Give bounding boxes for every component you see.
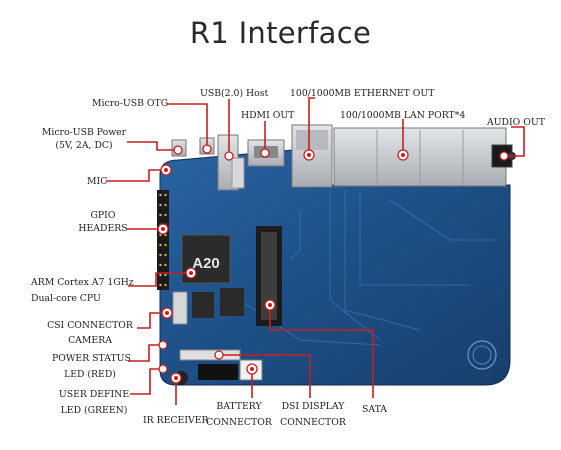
label-user-define: USER DEFINE LED (GREEN) (56, 388, 132, 417)
label-gpio: GPIO HEADERS (78, 209, 128, 235)
label-lan-port: 100/1000MB LAN PORT*4 (340, 110, 466, 121)
label-gpio-line2: HEADERS (78, 223, 128, 234)
label-mic: MIC (87, 176, 108, 187)
label-micro-usb-power-line2: (5V, 2A, DC) (55, 140, 113, 151)
label-power-status: POWER STATUS LED (RED) (52, 352, 131, 381)
annotation-dots (157, 144, 509, 384)
label-csi-line2: CAMERA (68, 335, 112, 346)
cpu-brand: A20 (192, 255, 220, 272)
board-traces (239, 190, 495, 346)
label-arm-cpu-line2: Dual-core CPU (31, 293, 101, 304)
label-battery-connector: BATTERY CONNECTOR (204, 400, 274, 429)
label-arm-cpu-line1: ARM Cortex A7 1GHz (31, 277, 134, 288)
label-power-status-line2: LED (RED) (64, 369, 116, 380)
page-title: R1 Interface (189, 16, 372, 50)
board-logo (467, 340, 497, 370)
label-ir-receiver: IR RECEIVER (143, 415, 209, 426)
label-gpio-line1: GPIO (90, 210, 116, 221)
label-ethernet-out: 100/1000MB ETHERNET OUT (290, 88, 435, 99)
label-battery-line2: CONNECTOR (206, 417, 272, 428)
label-dsi-display: DSI DISPLAY CONNECTOR (278, 400, 348, 429)
annotation-lines (106, 97, 525, 405)
label-dsi-line2: CONNECTOR (280, 417, 346, 428)
label-sata: SATA (362, 404, 387, 415)
label-csi-line1: CSI CONNECTOR (47, 320, 133, 331)
ram-chip-2 (220, 288, 244, 316)
label-micro-usb-otg: Micro-USB OTG (92, 98, 169, 109)
label-usb-host: USB(2.0) Host (200, 88, 269, 99)
label-audio-out: AUDIO OUT (487, 117, 545, 128)
label-battery-line1: BATTERY (216, 401, 262, 412)
csi-connector (172, 291, 188, 325)
ram-chip-1 (192, 292, 214, 318)
label-power-status-line1: POWER STATUS (52, 353, 131, 364)
label-arm-cpu: ARM Cortex A7 1GHz Dual-core CPU (31, 276, 134, 305)
bottom-pins (198, 364, 238, 380)
label-dsi-line1: DSI DISPLAY (281, 401, 345, 412)
label-user-define-line1: USER DEFINE (58, 389, 130, 400)
label-micro-usb-power-line1: Micro-USB Power (41, 127, 127, 138)
label-user-define-line2: LED (GREEN) (60, 405, 128, 416)
label-micro-usb-power: Micro-USB Power (5V, 2A, DC) (40, 126, 128, 152)
label-csi-connector: CSI CONNECTOR CAMERA (40, 319, 140, 347)
label-hdmi-out: HDMI OUT (241, 110, 295, 121)
gpio-header (157, 190, 169, 290)
